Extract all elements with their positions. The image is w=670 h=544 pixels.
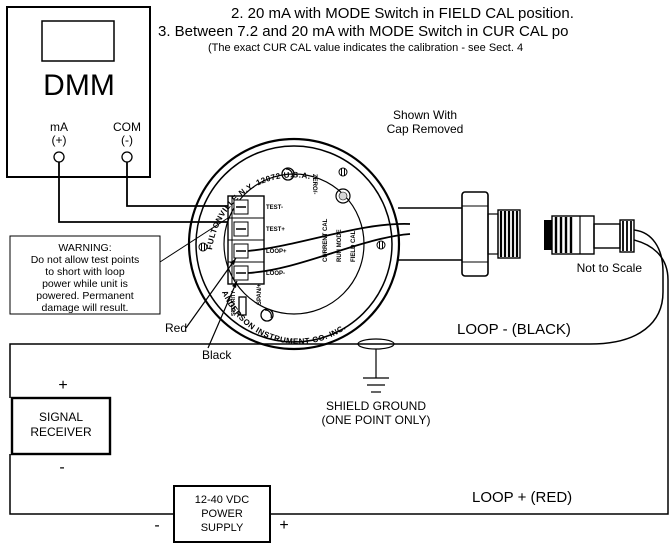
terminal-screw-test-minus[interactable]	[233, 199, 249, 215]
zero-label: ZERO/-	[311, 174, 317, 194]
cable-red	[290, 239, 669, 515]
terminal-screw-loop-minus[interactable]	[233, 265, 249, 281]
warning-line-3: power while unit is	[42, 278, 128, 290]
instruction-note: (The exact CUR CAL value indicates the c…	[208, 42, 523, 54]
dmm-com-sign: (-)	[121, 133, 133, 147]
supply-line-3: SUPPLY	[201, 522, 244, 534]
cable-connector	[544, 215, 635, 255]
dmm-com-lead	[126, 162, 228, 207]
receiver-plus-sign: +	[58, 377, 67, 394]
warning-line-4: powered. Permanent	[36, 290, 134, 302]
cable-black	[9, 229, 664, 398]
signal-receiver: SIGNAL RECEIVER	[10, 396, 112, 456]
warning-line-5: damage will result.	[42, 302, 129, 314]
dmm-ma-label: mA	[50, 120, 68, 134]
receiver-minus-sign: -	[59, 459, 64, 476]
red-pointer	[185, 257, 237, 329]
dmm-meter: DMM mA (+) COM (-)	[6, 6, 151, 178]
internal-wire-red	[247, 223, 411, 252]
mount-screw-top	[338, 167, 348, 177]
loop-plus-label: LOOP + (RED)	[472, 489, 572, 506]
outer-text-top: FULTONVILLE N.Y. 12072 U.S.A.	[205, 170, 312, 250]
security-label: SECURITY	[231, 290, 237, 316]
dmm-com-jack[interactable]	[121, 151, 133, 163]
receiver-line-2: RECEIVER	[30, 425, 92, 439]
mount-screw-left	[198, 242, 208, 252]
mount-screw-right	[376, 240, 386, 250]
warning-box: WARNING: Do not allow test points to sho…	[9, 235, 161, 315]
supply-minus-sign: -	[154, 517, 159, 534]
dmm-com-label: COM	[113, 120, 141, 134]
not-to-scale-label: Not to Scale	[577, 261, 643, 275]
dmm-display	[41, 20, 115, 62]
security-switch[interactable]	[238, 296, 247, 316]
shield-ground-line-1: SHIELD GROUND	[326, 399, 426, 413]
supply-line-2: POWER	[201, 508, 243, 520]
supply-plus-sign: +	[279, 517, 288, 534]
black-wire-label: Black	[202, 348, 232, 362]
span-pot[interactable]	[260, 308, 274, 322]
led-indicator	[335, 188, 351, 204]
terminal-block	[227, 195, 265, 285]
receiver-line-1: SIGNAL	[39, 410, 83, 424]
shield-ground-line-2: (ONE POINT ONLY)	[322, 413, 431, 427]
dmm-ma-lead	[58, 162, 228, 223]
terminal-label-loop-minus: LOOP-	[266, 271, 285, 277]
terminal-screw-test-plus[interactable]	[233, 221, 249, 237]
supply-line-1: 12-40 VDC	[195, 494, 249, 506]
power-supply: 12-40 VDC POWER SUPPLY	[173, 485, 271, 543]
terminal-screw-loop-plus[interactable]	[233, 243, 249, 259]
warning-line-1: Do not allow test points	[31, 254, 140, 266]
receiver-to-supply-wire	[9, 454, 174, 515]
cap-removed-label: Cap Removed	[387, 122, 464, 136]
warning-title: WARNING:	[58, 242, 111, 254]
dmm-ma-jack[interactable]	[53, 151, 65, 163]
instruction-line-3: 3. Between 7.2 and 20 mA with MODE Switc…	[158, 23, 568, 40]
dmm-ma-sign: (+)	[52, 133, 67, 147]
conduit-fitting	[398, 191, 521, 277]
dmm-label: DMM	[43, 69, 115, 102]
transmitter-head: FULTONVILLE N.Y. 12072 U.S.A. ANDERSON I…	[187, 137, 411, 351]
instruction-line-2: 2. 20 mA with MODE Switch in FIELD CAL p…	[231, 5, 574, 22]
loop-minus-label: LOOP - (BLACK)	[457, 321, 571, 338]
current-cal-label: CURRENT CAL	[323, 218, 329, 262]
warning-line-2: to short with loop	[45, 266, 125, 278]
zero-pot[interactable]	[281, 167, 295, 181]
shown-with-label: Shown With	[393, 108, 457, 122]
run-mode-label: RUN MODE	[337, 229, 343, 262]
red-wire-label: Red	[165, 321, 187, 335]
shield-ground-symbol	[357, 338, 395, 393]
span-label: SPAN/+	[257, 283, 263, 305]
black-pointer	[207, 280, 238, 349]
internal-wire-black	[247, 233, 411, 274]
terminal-label-test-plus: TEST+	[266, 227, 285, 233]
terminal-label-test-minus: TEST-	[266, 205, 283, 211]
warning-pointer	[159, 217, 229, 263]
terminal-label-loop-plus: LOOP+	[266, 249, 287, 255]
